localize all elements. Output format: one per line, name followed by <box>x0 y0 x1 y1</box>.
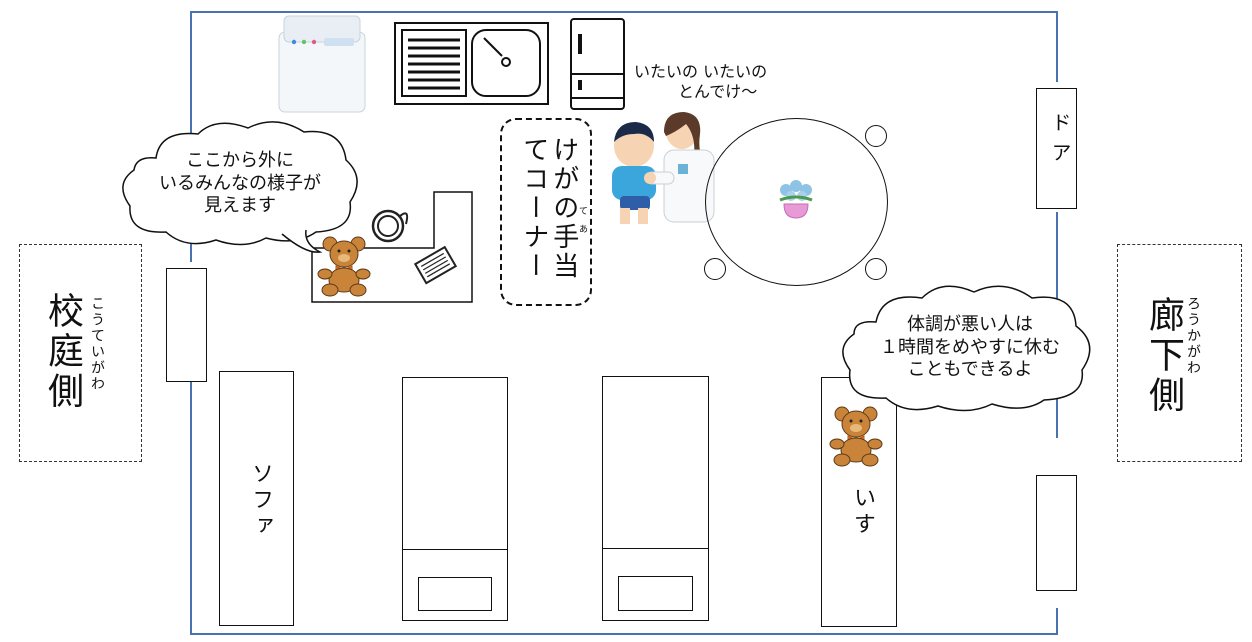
bubble-left-line2: いるみんなの様子が <box>159 172 321 194</box>
first-aid-corner-ruby: て あ <box>577 206 587 233</box>
cloud-bubble-left <box>122 121 358 253</box>
bubble-right-line3: こともできるよ <box>907 359 1033 380</box>
sofa-label: ソファ <box>248 462 273 540</box>
refrigerator-icon <box>570 18 625 110</box>
hallway-side-ruby: ろうかがわ <box>1185 296 1201 376</box>
nurse-speech-line1: いたいの <box>634 62 699 81</box>
stool-bottom-left <box>704 258 726 280</box>
cloud-bubble-left-text: ここから外に いるみんなの様子が 見えます <box>118 150 362 218</box>
window-frame <box>166 268 207 382</box>
schoolyard-side-label: 校庭側 <box>42 292 83 412</box>
cloud-bubble-right-text: 体調が悪い人は １時間をめやすに休む こともできるよ <box>840 314 1100 382</box>
hallway-side-label-box <box>1117 244 1242 462</box>
nurse-speech-line3: とんでけ～ <box>678 82 758 101</box>
nurse-boy-illustration <box>612 112 715 224</box>
first-aid-corner-box <box>500 118 592 306</box>
door-lower <box>1036 475 1077 591</box>
bubble-left-line1: ここから外に <box>186 150 294 171</box>
schoolyard-side-ruby: こうていがわ <box>89 296 105 392</box>
hallway-side-label: 廊下側 <box>1143 296 1184 416</box>
bubble-left-line3: 見えます <box>204 195 276 216</box>
bench-chair-label: いす <box>850 486 875 538</box>
cloud-bubble-right <box>842 285 1091 412</box>
stool-bottom-right <box>865 258 887 280</box>
first-aid-corner-label: けがの手当てコーナー <box>518 136 579 281</box>
bed-2-foot-inner <box>618 576 693 611</box>
bench-chair <box>821 377 897 627</box>
stethoscope-icon <box>371 209 409 243</box>
teddy-bear-icon <box>317 236 371 297</box>
nurse-speech: いたいの いたいの とんでけ～ <box>634 62 767 102</box>
sofa <box>219 371 294 626</box>
door-label: ドア <box>1048 112 1072 172</box>
washing-machine-icon <box>278 15 366 113</box>
door <box>1036 88 1077 209</box>
nurse-speech-line2: いたいの <box>703 62 768 81</box>
stool-top-right <box>865 125 887 147</box>
teddy-bear-icon-2 <box>829 406 883 467</box>
bubble-right-line2: １時間をめやすに休む <box>880 336 1060 358</box>
schoolyard-side-label-box <box>19 244 142 462</box>
flower-pot-icon <box>779 180 813 219</box>
round-table <box>705 118 888 286</box>
sink-icon <box>394 22 549 105</box>
bed-1-foot-inner <box>418 577 492 611</box>
bubble-right-line1: 体調が悪い人は <box>907 314 1033 335</box>
clipboard-icon <box>413 245 458 285</box>
